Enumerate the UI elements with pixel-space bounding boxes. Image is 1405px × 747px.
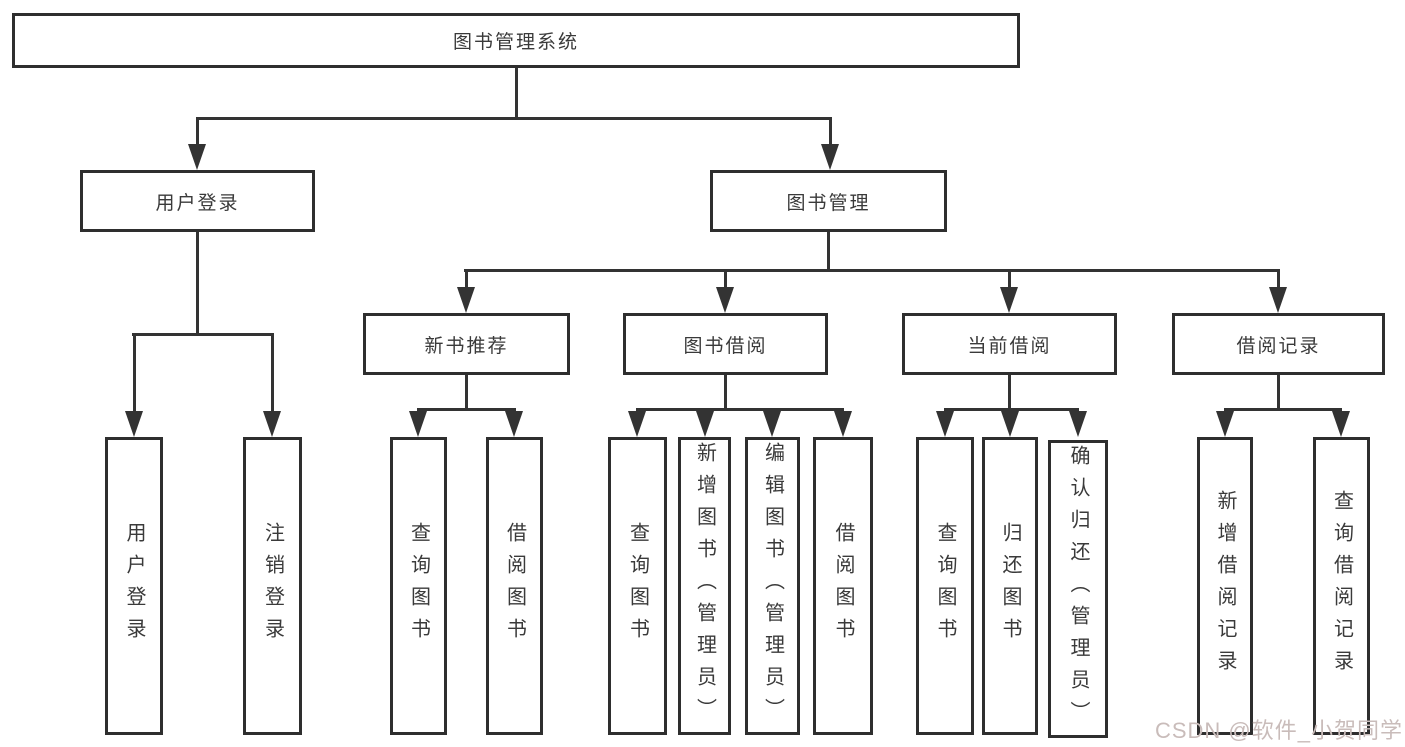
leaf-newbook-borrow-books: 借阅图书	[486, 437, 543, 735]
node-new-book-recommend-label: 新书推荐	[424, 335, 509, 357]
arrowhead-book-borrow-icon	[716, 287, 734, 313]
arrowhead-borrow-query-icon	[628, 411, 646, 437]
arrowhead-records-add-icon	[1216, 411, 1234, 437]
connector-borrow-records-bus	[1224, 408, 1342, 411]
node-borrow-records-label: 借阅记录	[1236, 335, 1321, 357]
connector-level1-bus	[196, 117, 832, 120]
node-book-management-label: 图书管理	[786, 192, 871, 214]
leaf-user-login-label: 用户登录	[123, 522, 145, 650]
connector-level2-bus	[464, 269, 1280, 272]
arrowhead-leaf-user-login-icon	[125, 411, 143, 437]
leaf-current-confirm-return-admin: 确认归还（管理员）	[1048, 440, 1108, 738]
leaf-current-query-books: 查询图书	[916, 437, 974, 735]
arrowhead-current-return-icon	[1001, 411, 1019, 437]
leaf-logout: 注销登录	[243, 437, 302, 735]
connector-drop-user-login	[196, 117, 199, 144]
leaf-borrow-query-books-label: 查询图书	[626, 522, 649, 650]
node-user-login-label: 用户登录	[155, 192, 240, 214]
connector-book-borrow-bus	[636, 408, 844, 411]
connector-user-login-bus	[132, 333, 274, 336]
leaf-current-return-books: 归还图书	[982, 437, 1038, 735]
node-current-borrow: 当前借阅	[902, 313, 1117, 375]
connector-current-borrow-stem	[1008, 375, 1011, 411]
leaf-borrow-add-books-admin: 新增图书（管理员）	[678, 437, 731, 735]
leaf-newbook-query-books-label: 查询图书	[407, 522, 430, 650]
arrowhead-current-borrow-icon	[1000, 287, 1018, 313]
connector-drop-leaf-user-login	[133, 333, 136, 411]
arrowhead-user-login-icon	[188, 144, 206, 170]
leaf-logout-label: 注销登录	[261, 522, 284, 650]
node-book-management: 图书管理	[710, 170, 947, 232]
arrowhead-book-management-icon	[821, 144, 839, 170]
connector-drop-leaf-logout	[271, 333, 274, 411]
node-borrow-records: 借阅记录	[1172, 313, 1385, 375]
arrowhead-borrow-add-icon	[696, 411, 714, 437]
node-new-book-recommend: 新书推荐	[363, 313, 570, 375]
arrowhead-current-query-icon	[936, 411, 954, 437]
leaf-newbook-query-books: 查询图书	[390, 437, 447, 735]
connector-drop-borrow-records	[1277, 269, 1280, 287]
arrowhead-newbook-query-icon	[409, 411, 427, 437]
leaf-current-confirm-return-admin-label: 确认归还（管理员）	[1067, 445, 1089, 733]
connector-current-borrow-bus	[944, 408, 1079, 411]
arrowhead-new-book-icon	[457, 287, 475, 313]
leaf-user-login: 用户登录	[105, 437, 163, 735]
leaf-borrow-edit-books-admin-label: 编辑图书（管理员）	[761, 442, 784, 730]
connector-new-book-bus	[417, 408, 516, 411]
arrowhead-borrow-edit-icon	[763, 411, 781, 437]
leaf-newbook-borrow-books-label: 借阅图书	[503, 522, 526, 650]
connector-book-management-stem	[827, 232, 830, 271]
leaf-current-return-books-label: 归还图书	[999, 522, 1021, 650]
connector-drop-new-book	[465, 269, 468, 287]
arrowhead-newbook-borrow-icon	[505, 411, 523, 437]
leaf-records-add-record: 新增借阅记录	[1197, 437, 1253, 735]
connector-drop-book-borrow	[724, 269, 727, 287]
arrowhead-records-query-icon	[1332, 411, 1350, 437]
leaf-borrow-add-books-admin-label: 新增图书（管理员）	[693, 442, 716, 730]
leaf-current-query-books-label: 查询图书	[934, 522, 956, 650]
connector-user-login-stem	[196, 232, 199, 336]
leaf-borrow-lend-books: 借阅图书	[813, 437, 873, 735]
node-book-borrow: 图书借阅	[623, 313, 828, 375]
leaf-borrow-lend-books-label: 借阅图书	[832, 522, 854, 650]
node-current-borrow-label: 当前借阅	[967, 335, 1052, 357]
connector-drop-book-management	[829, 117, 832, 144]
connector-drop-current-borrow	[1008, 269, 1011, 287]
leaf-records-query-record-label: 查询借阅记录	[1330, 490, 1353, 682]
arrowhead-leaf-logout-icon	[263, 411, 281, 437]
arrowhead-borrow-lend-icon	[834, 411, 852, 437]
connector-book-borrow-stem	[724, 375, 727, 411]
node-root: 图书管理系统	[12, 13, 1020, 68]
leaf-borrow-query-books: 查询图书	[608, 437, 667, 735]
connector-root-stem	[515, 68, 518, 120]
leaf-borrow-edit-books-admin: 编辑图书（管理员）	[745, 437, 800, 735]
connector-borrow-records-stem	[1277, 375, 1280, 411]
node-book-borrow-label: 图书借阅	[683, 335, 768, 357]
leaf-records-add-record-label: 新增借阅记录	[1214, 490, 1236, 682]
node-user-login: 用户登录	[80, 170, 315, 232]
csdn-watermark: CSDN @软件_小贺同学	[1154, 718, 1403, 743]
arrowhead-borrow-records-icon	[1269, 287, 1287, 313]
connector-new-book-stem	[465, 375, 468, 411]
arrowhead-current-confirm-icon	[1069, 411, 1087, 437]
leaf-records-query-record: 查询借阅记录	[1313, 437, 1370, 735]
node-root-label: 图书管理系统	[452, 32, 579, 53]
